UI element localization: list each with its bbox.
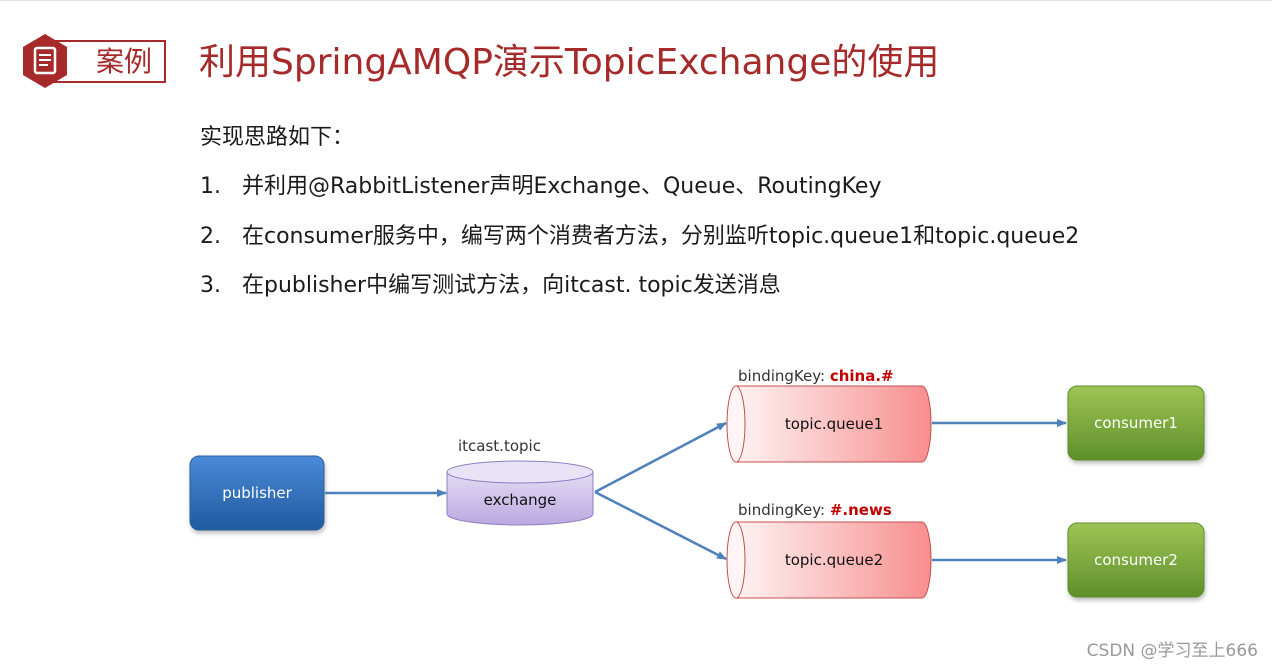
step-number: 1. — [200, 174, 221, 199]
case-badge-label: 案例 — [95, 45, 152, 78]
intro-text: 实现思路如下： — [200, 125, 355, 150]
step-item: 3. 在publisher中编写测试方法，向itcast. topic发送消息 — [200, 270, 781, 302]
step-item: 1. 并利用@RabbitListener声明Exchange、Queue、Rou… — [200, 171, 881, 203]
consumer1-label: consumer1 — [1094, 414, 1178, 432]
step-item: 2. 在consumer服务中，编写两个消费者方法，分别监听topic.queue… — [200, 221, 1079, 253]
top-divider — [0, 0, 1272, 1]
binding-key-value: china.# — [829, 367, 894, 385]
consumer2-label: consumer2 — [1094, 551, 1178, 569]
arrow-exchange-queue2 — [594, 490, 727, 561]
binding-key-prefix: bindingKey: — [738, 367, 830, 385]
exchange-name-label: itcast.topic — [458, 437, 541, 455]
exchange-cylinder — [446, 460, 594, 526]
consumer2-box — [1067, 522, 1205, 598]
publisher-box — [189, 455, 325, 531]
queue1-label: topic.queue1 — [784, 415, 884, 433]
document-icon — [23, 34, 67, 88]
binding-key-label-1: bindingKey: china.# — [738, 366, 894, 386]
binding-key-prefix: bindingKey: — [738, 501, 830, 519]
binding-key-label-2: bindingKey: #.news — [738, 500, 892, 520]
step-number: 2. — [200, 224, 221, 249]
step-text: 在consumer服务中，编写两个消费者方法，分别监听topic.queue1和… — [242, 224, 1080, 249]
step-number: 3. — [200, 273, 221, 298]
binding-key-value: #.news — [829, 501, 892, 519]
publisher-label: publisher — [222, 484, 292, 502]
csdn-watermark: CSDN @学习至上666 — [1086, 641, 1258, 661]
queue2-cylinder — [726, 521, 932, 599]
queue1-cylinder — [726, 385, 932, 463]
exchange-label: exchange — [483, 491, 557, 509]
slide-title: 利用SpringAMQP演示TopicExchange的使用 — [199, 42, 940, 83]
queue2-label: topic.queue2 — [784, 551, 884, 569]
step-text: 并利用@RabbitListener声明Exchange、Queue、Routi… — [242, 174, 882, 199]
arrow-exchange-queue1 — [594, 421, 727, 494]
consumer1-box — [1067, 385, 1205, 461]
step-text: 在publisher中编写测试方法，向itcast. topic发送消息 — [242, 273, 781, 298]
